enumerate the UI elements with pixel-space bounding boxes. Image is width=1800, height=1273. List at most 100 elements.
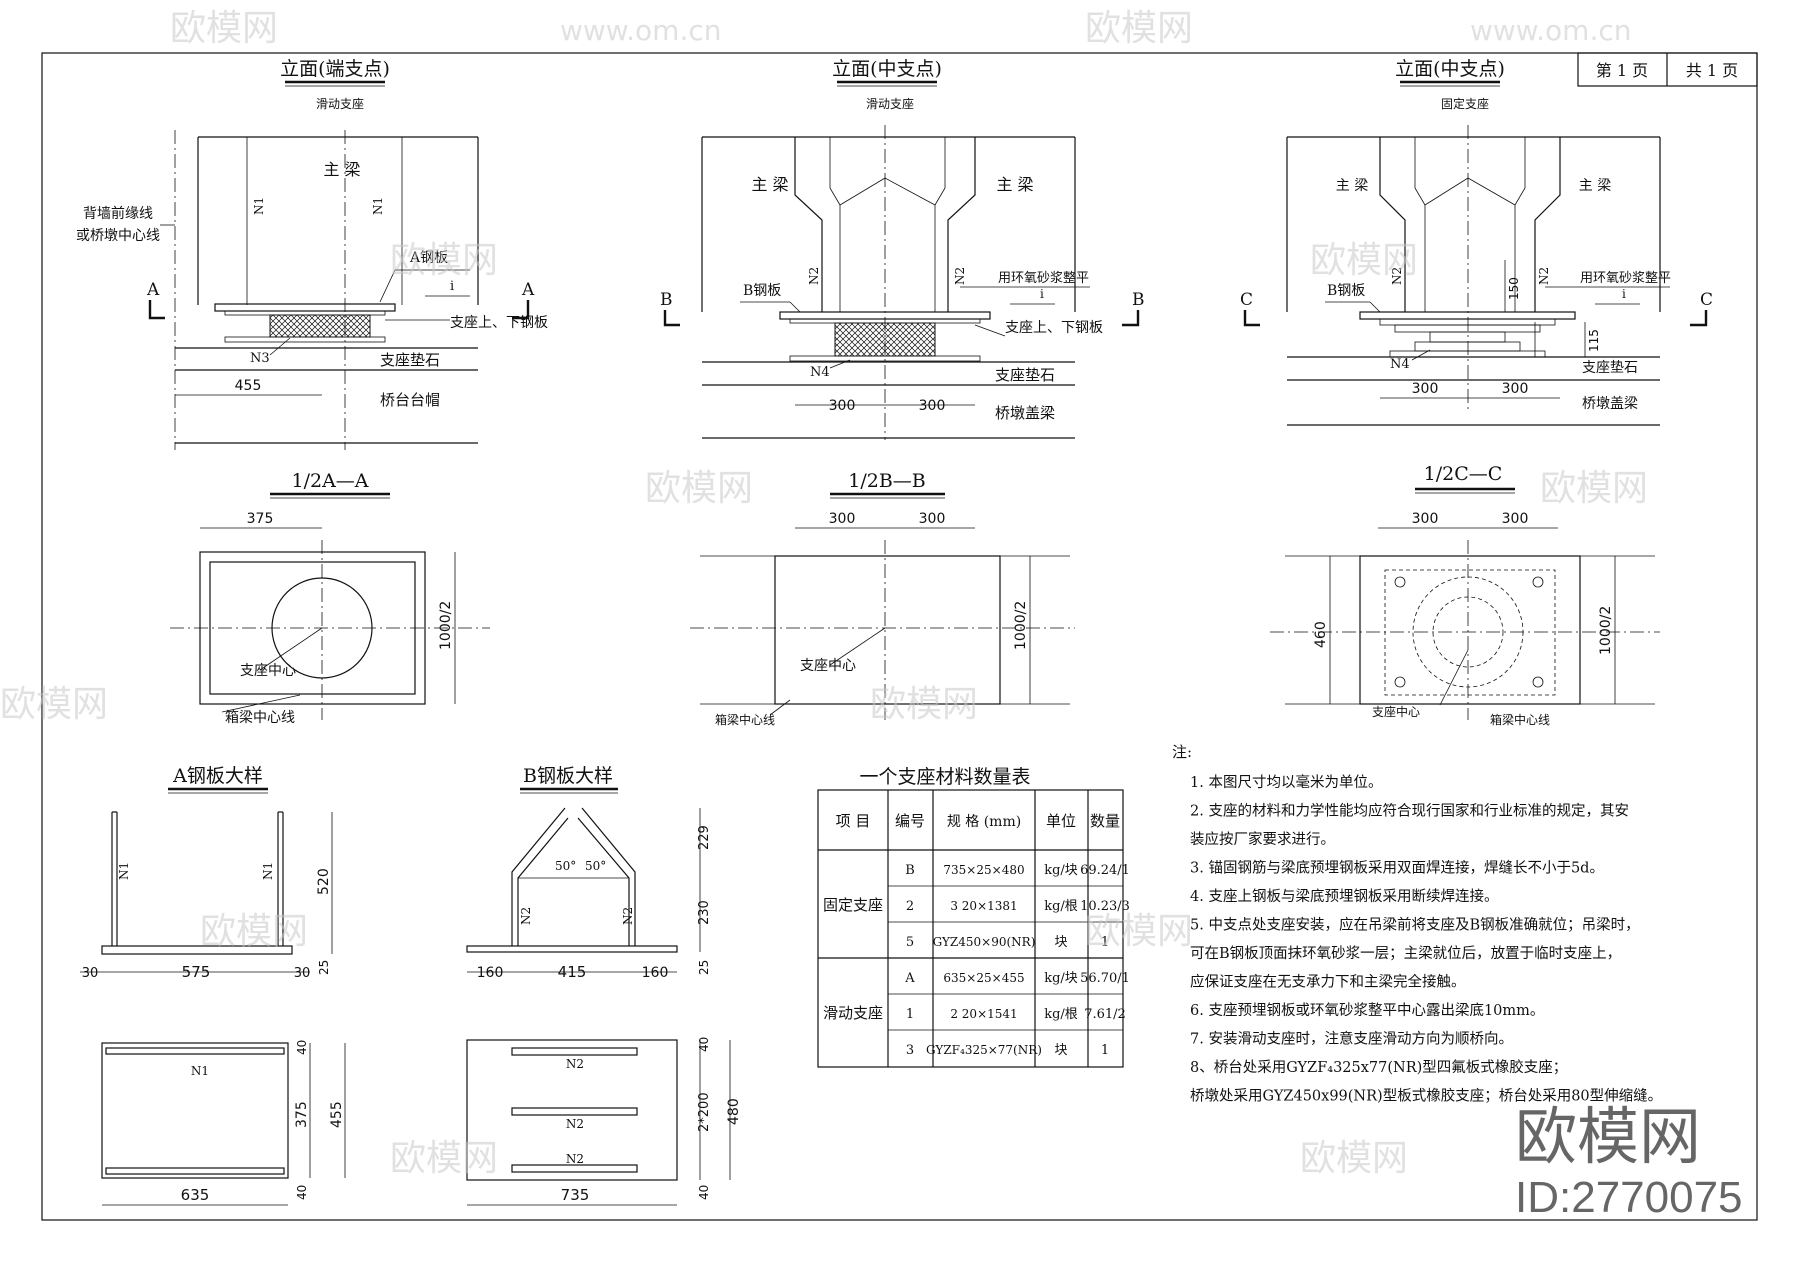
table-cell: 635×25×455	[943, 971, 1024, 985]
page-number-box: 第 1 页 共 1 页	[1577, 52, 1758, 87]
elev1-main-beam: 主 梁	[323, 160, 360, 179]
watermark-logo-10: 欧模网	[1085, 911, 1193, 952]
plateA-dim-635: 635	[181, 1186, 210, 1204]
plateB-dim-415: 415	[558, 963, 587, 981]
elev1-subtitle: 滑动支座	[316, 96, 364, 111]
plateA-dim-40-bottom: 40	[295, 1185, 309, 1200]
note-line: 5. 中支点处支座安装，应在吊梁前将支座及B钢板准确就位；吊梁时，	[1190, 916, 1640, 934]
table-group-sliding: 滑动支座	[823, 1004, 883, 1022]
plate-a-detail: A钢板大样 N1 N1 520 25 30 575 30 N1 40 375 4…	[80, 765, 346, 1206]
elev1-cap-label: 桥台台帽	[380, 391, 440, 409]
elev1-pad-label: 支座垫石	[380, 351, 440, 369]
elev3-n2-left: N2	[1390, 267, 1404, 285]
elev3-beam-left: 主 梁	[1336, 178, 1368, 194]
elev2-section-mark-right: B	[1132, 290, 1145, 310]
plateB-n2-left: N2	[519, 907, 533, 925]
watermark-site-2: www.om.cn	[1470, 14, 1631, 47]
plateB-n2-plan-2: N2	[566, 1117, 584, 1131]
plateB-dim-480: 480	[726, 1098, 742, 1125]
table-cell: 2 20×1541	[950, 1007, 1017, 1021]
section-b-b: 1/2B—B 300 300 支座中心 1000/2 箱梁中心线	[690, 470, 1075, 727]
elev1-backwall-label: 背墙前缘线	[83, 205, 153, 222]
note-line: 7. 安装滑动支座时，注意支座滑动方向为顺桥向。	[1190, 1030, 1513, 1048]
elev3-plate-label: B钢板	[1327, 283, 1365, 299]
table-cell: 10.23/3	[1080, 899, 1130, 914]
note-line: 装应按厂家要求进行。	[1190, 830, 1335, 848]
plateB-dim-230: 230	[697, 900, 712, 925]
table-cell: GYZF₄325×77(NR)	[926, 1043, 1042, 1057]
plateA-n1-right: N1	[261, 862, 275, 880]
plateB-title: B钢板大样	[523, 765, 613, 787]
note-line: 应保证支座在无支承力下和主梁完全接触。	[1190, 973, 1466, 991]
elev3-mortar-label: 用环氧砂浆整平	[1580, 271, 1671, 286]
plateB-n2-plan-1: N2	[566, 1057, 584, 1071]
page-total: 共 1 页	[1686, 61, 1738, 80]
plateA-dim-575: 575	[182, 963, 211, 981]
elev2-title: 立面(中支点)	[832, 58, 942, 80]
section-c-c: 1/2C—C 300 300 460 1000/2 支座中心 箱梁中心线	[1270, 463, 1660, 727]
elevation-mid-support-sliding: 立面(中支点) 滑动支座 主 梁 主 梁 N2 N2 B钢板 用环氧砂浆整平 i…	[660, 58, 1145, 440]
elev1-section-mark-left: A	[146, 280, 160, 300]
elev2-n2-right: N2	[953, 267, 967, 285]
table-cell: 块	[1054, 935, 1067, 950]
note-line: 3. 锚固钢筋与梁底预埋钢板采用双面焊连接，焊缝长不小于5d。	[1190, 859, 1604, 877]
notes: 注: 1. 本图尺寸均以毫米为单位。2. 支座的材料和力学性能均应符合现行国家和…	[1172, 743, 1662, 1105]
watermark-logo-4: 欧模网	[1310, 240, 1418, 281]
table-cell: 1	[906, 1007, 914, 1022]
note-line: 6. 支座预埋钢板或环氧砂浆整平中心露出梁底10mm。	[1190, 1001, 1544, 1019]
elev2-subtitle: 滑动支座	[866, 96, 914, 111]
plateB-dim-40-top: 40	[697, 1037, 711, 1052]
plateA-n1-plan: N1	[191, 1064, 209, 1078]
elev2-n2-left: N2	[807, 267, 821, 285]
table-cell: kg/根	[1044, 1007, 1078, 1022]
elev3-dim-150: 150	[1507, 277, 1521, 300]
table-header-unit: 单位	[1046, 812, 1076, 830]
plateB-dim-2x200: 2*200	[697, 1092, 712, 1132]
elev3-dim-300-b: 300	[1502, 381, 1529, 397]
elev3-slope-i: i	[1622, 287, 1626, 301]
table-cell: B	[905, 863, 915, 878]
secB-title: 1/2B—B	[848, 470, 926, 492]
plateB-dim-229: 229	[697, 825, 712, 850]
elev3-n4: N4	[1390, 357, 1410, 372]
elev1-slope-i: i	[450, 279, 454, 294]
watermark-logo-5: 欧模网	[645, 468, 753, 509]
elev1-plate-label: A钢板	[409, 250, 448, 266]
plateB-n2-right: N2	[621, 907, 635, 925]
elev2-mortar-label: 用环氧砂浆整平	[998, 271, 1089, 286]
table-cell: 3 20×1381	[950, 899, 1017, 913]
plateB-angle-left: 50°	[555, 859, 576, 873]
secC-dim-460: 460	[1313, 621, 1329, 648]
elev2-bearing-plates-label: 支座上、下钢板	[1005, 320, 1103, 336]
secC-dim-300-b: 300	[1502, 511, 1529, 527]
elev3-beam-right: 主 梁	[1579, 178, 1611, 194]
secC-dim-300-a: 300	[1412, 511, 1439, 527]
elev3-dim-115: 115	[1587, 329, 1601, 352]
notes-lines: 1. 本图尺寸均以毫米为单位。2. 支座的材料和力学性能均应符合现行国家和行业标…	[1190, 773, 1662, 1105]
page-current: 第 1 页	[1596, 61, 1648, 80]
secB-girder-cl: 箱梁中心线	[715, 712, 775, 727]
elev2-dim-300-b: 300	[919, 398, 946, 414]
watermark-logo-3: 欧模网	[390, 240, 498, 281]
plate-b-detail: B钢板大样 50° 50° N2 N2 229 230 25 160 415 1…	[466, 765, 742, 1206]
secB-dim-300-a: 300	[829, 511, 856, 527]
watermark-logo-7: 欧模网	[0, 684, 108, 725]
watermark-logo-12: 欧模网	[1300, 1138, 1408, 1179]
secB-center-label: 支座中心	[800, 658, 856, 674]
elev1-dim-455: 455	[235, 378, 262, 394]
note-line: 可在B钢板顶面抹环氧砂浆一层；主梁就位后，放置于临时支座上，	[1190, 944, 1621, 962]
secC-dim-1000: 1000/2	[1598, 606, 1614, 655]
table-cell: kg/块	[1044, 863, 1078, 878]
note-line: 桥墩处采用GYZ450x99(NR)型板式橡胶支座；桥台处采用80型伸缩缝。	[1190, 1087, 1662, 1105]
plateB-dim-160-right: 160	[642, 965, 669, 981]
elev3-cap-label: 桥墩盖梁	[1582, 396, 1638, 412]
watermark-logo-2: 欧模网	[1085, 8, 1193, 49]
plateB-dim-735: 735	[561, 1186, 590, 1204]
watermark-site-1: www.om.cn	[560, 14, 721, 47]
table-group-fixed: 固定支座	[823, 896, 883, 914]
plateA-dim-520: 520	[316, 868, 332, 895]
elev3-pad-label: 支座垫石	[1582, 360, 1638, 376]
secB-dim-1000: 1000/2	[1013, 601, 1029, 650]
table-header-no: 编号	[895, 812, 925, 830]
